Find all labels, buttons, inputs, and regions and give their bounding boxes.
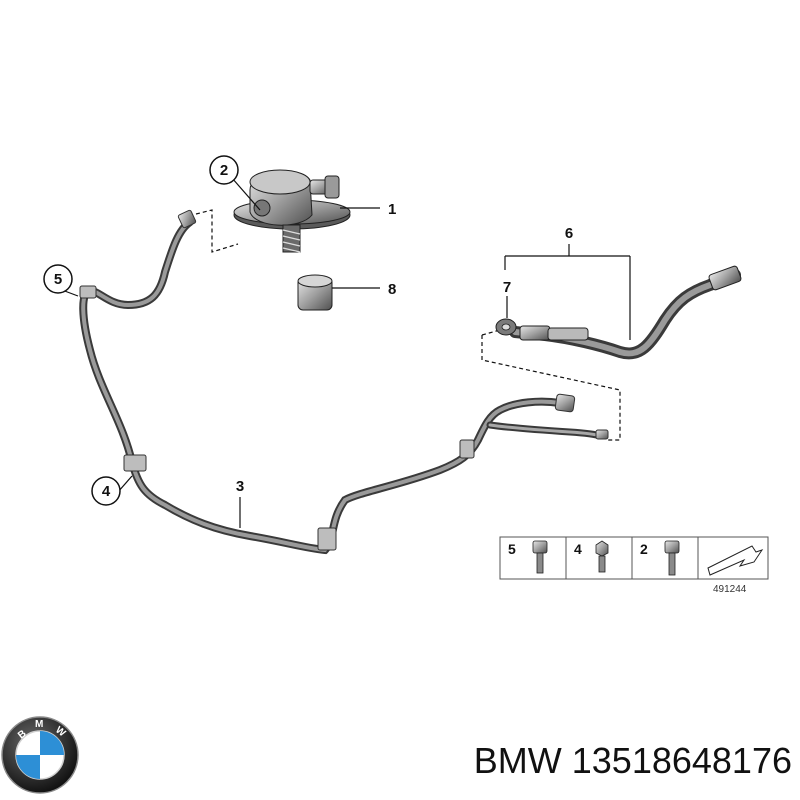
svg-text:7: 7 [503,279,511,296]
svg-text:8: 8 [388,281,396,298]
arrow-icon [707,545,764,576]
callout-8: 8 [388,281,396,298]
svg-text:5: 5 [508,541,516,557]
part-label: BMW 13518648176 [412,736,792,786]
svg-text:2: 2 [640,541,648,557]
callout-1: 1 [388,201,396,218]
svg-text:3: 3 [236,478,244,495]
callout-5: 5 [43,264,73,294]
legend-item-2: 2 [640,540,680,576]
reference-number: 491244 [713,584,747,595]
legend-item-5: 5 [508,540,548,574]
hex-flange-bolt-icon [595,540,609,573]
svg-text:6: 6 [565,225,573,242]
svg-text:4: 4 [102,483,111,500]
legend-item-4: 4 [574,540,609,573]
leader-lines [61,177,631,528]
brand-name: BMW [473,740,562,781]
seal-ring [495,318,517,336]
socket-head-bolt-icon [532,540,548,574]
svg-text:1: 1 [388,201,396,218]
high-pressure-pump [233,169,351,253]
fuel-line-3 [79,209,609,555]
callout-2: 2 [209,155,239,185]
callout-7: 7 [503,279,511,296]
callout-3: 3 [236,478,244,495]
part-number: 13518648176 [571,740,792,781]
svg-text:2: 2 [220,162,228,179]
fuel-pipe-6 [509,265,742,360]
callout-6: 6 [565,225,573,242]
svg-text:M: M [35,719,43,730]
bmw-logo: B M W [1,716,79,794]
svg-text:4: 4 [574,541,582,557]
roller-tappet [297,274,333,311]
svg-text:5: 5 [54,271,62,288]
fastener-legend: 5 4 2 491244 [499,536,769,595]
socket-head-bolt-icon [664,540,680,576]
callout-4: 4 [91,476,121,506]
